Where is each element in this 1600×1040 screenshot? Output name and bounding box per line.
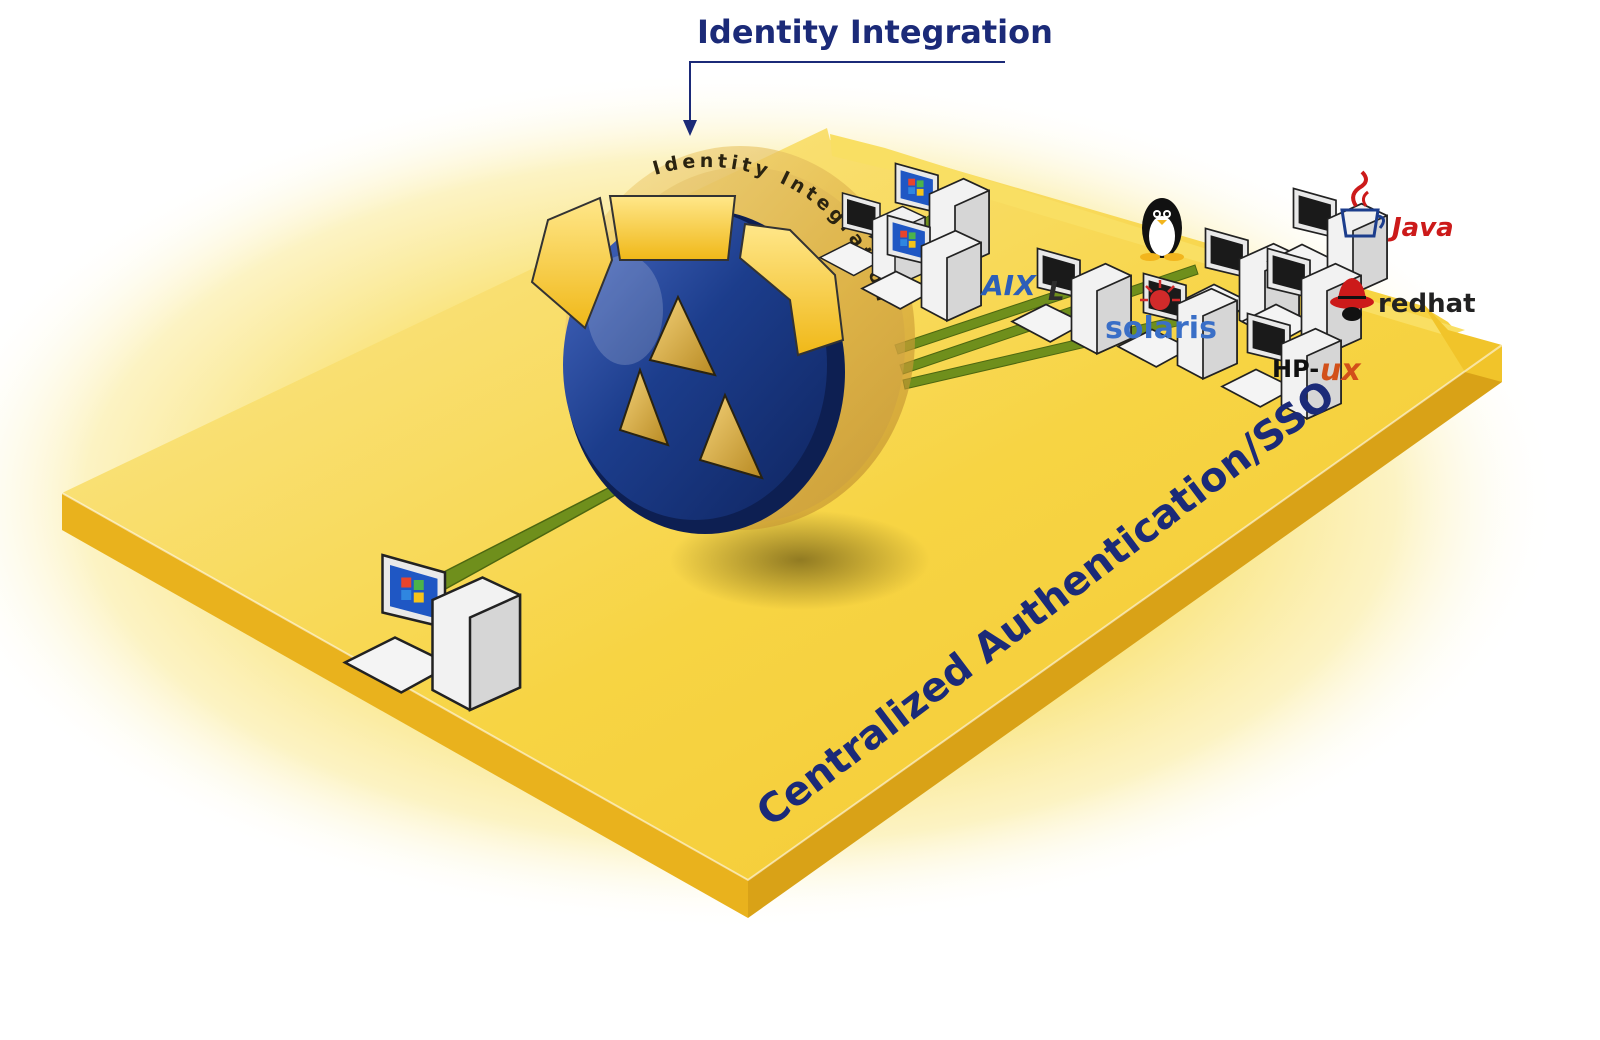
server-hpux xyxy=(1220,312,1342,421)
hpux-ux-text: ux xyxy=(1320,353,1362,388)
hub-segment-left xyxy=(530,196,614,330)
tower-side xyxy=(946,241,982,323)
java-logo: Java xyxy=(1340,170,1454,243)
server-solaris xyxy=(1116,272,1238,381)
callout-leader-line xyxy=(689,61,1005,125)
tower-side xyxy=(1306,339,1342,421)
identity-integration-callout: Identity Integration xyxy=(683,13,1053,136)
java-cup-icon xyxy=(1340,170,1385,238)
server-aix xyxy=(1010,247,1132,356)
triangle-right-icon xyxy=(698,392,764,480)
monitor-screen xyxy=(1042,255,1075,292)
hub-segment-right xyxy=(738,222,845,357)
monitor-screen xyxy=(1298,195,1331,232)
tower-side xyxy=(1096,274,1132,356)
redhat-logo: redhat xyxy=(1330,278,1476,321)
hub-shadow xyxy=(670,510,930,610)
redhat-shadowman-icon xyxy=(1330,278,1374,321)
redhat-text: redhat xyxy=(1378,289,1476,319)
solaris-sun-icon xyxy=(1140,280,1180,310)
monitor-screen xyxy=(1252,320,1285,357)
client-workstation xyxy=(342,553,522,712)
platform-logos: AIX L solaris Java xyxy=(980,170,1476,388)
tower-side xyxy=(1202,299,1238,381)
aix-logo: AIX L xyxy=(980,269,1065,307)
platform-left-edge xyxy=(62,493,748,918)
server-windows-2 xyxy=(860,214,982,323)
workstations xyxy=(342,162,1388,712)
solaris-logo: solaris xyxy=(1105,280,1217,346)
tux-penguin-icon xyxy=(1140,198,1184,261)
windows-logo-icon xyxy=(908,178,924,196)
aix-text: AIX xyxy=(980,269,1037,302)
callout-title: Identity Integration xyxy=(697,13,1053,51)
callout-arrow-icon xyxy=(683,120,697,136)
monitor-screen xyxy=(847,199,876,232)
triangle-top-icon xyxy=(648,294,717,377)
hpux-hp-text: HP- xyxy=(1272,355,1319,383)
triangle-left-icon xyxy=(618,366,670,447)
solaris-text: solaris xyxy=(1105,311,1217,346)
windows-logo-icon xyxy=(900,230,916,248)
hub-segment-top xyxy=(608,195,737,261)
monitor-screen xyxy=(1272,255,1305,292)
hpux-logo: HP- ux xyxy=(1272,353,1362,388)
windows-logo-icon xyxy=(401,577,424,603)
platform-arrowhead-tip xyxy=(1420,300,1502,382)
aix-l-text: L xyxy=(1048,277,1065,307)
tower-side xyxy=(468,593,522,712)
java-text: Java xyxy=(1387,213,1454,243)
platform-right-edge xyxy=(748,345,1502,918)
monitor-screen xyxy=(1210,235,1243,272)
